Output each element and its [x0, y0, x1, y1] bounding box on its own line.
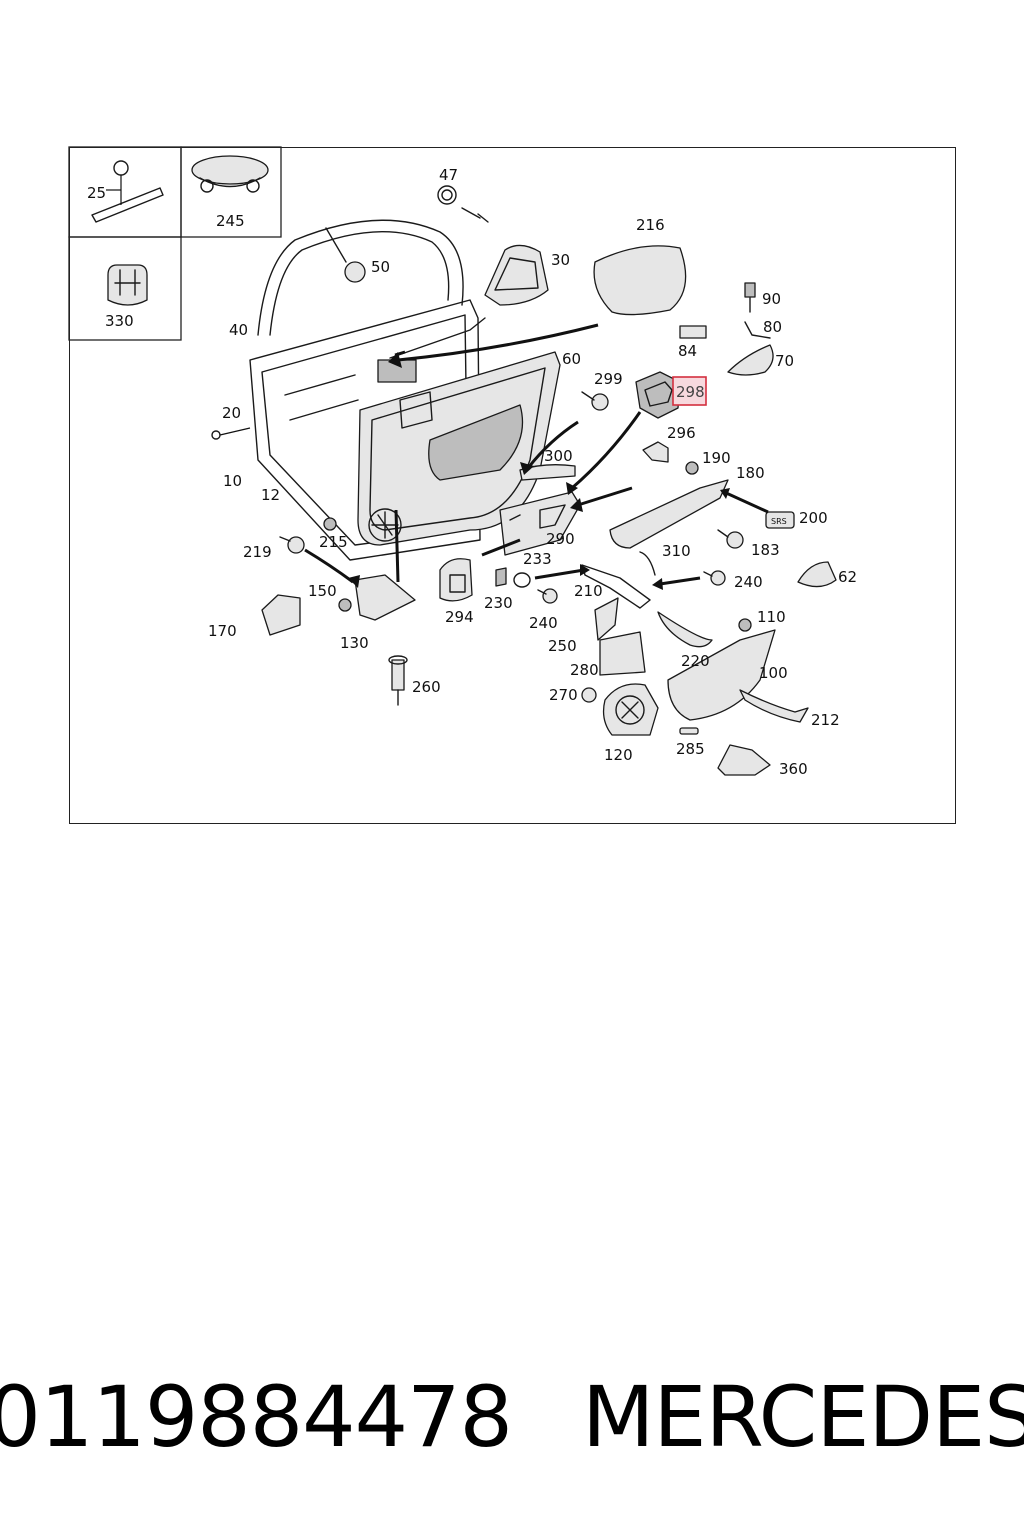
part-number: 0119884478 — [0, 1368, 513, 1466]
label-50: 50 — [371, 258, 390, 276]
label-70: 70 — [775, 352, 794, 370]
label-290: 290 — [546, 530, 575, 548]
srs-badge-text: SRS — [771, 517, 787, 526]
label-240-center: 240 — [529, 614, 558, 632]
label-150: 150 — [308, 582, 337, 600]
label-296: 296 — [667, 424, 696, 442]
label-260: 260 — [412, 678, 441, 696]
label-270: 270 — [549, 686, 578, 704]
diagram-frame — [69, 147, 956, 824]
label-216: 216 — [636, 216, 665, 234]
door-trim-panel — [357, 351, 561, 546]
label-12: 12 — [261, 486, 280, 504]
label-230: 230 — [484, 594, 513, 612]
label-220: 220 — [681, 652, 710, 670]
label-180: 180 — [736, 464, 765, 482]
label-294: 294 — [445, 608, 474, 626]
label-30: 30 — [551, 251, 570, 269]
footer-caption: 0119884478 MERCEDES — [0, 1368, 1024, 1478]
label-84: 84 — [678, 342, 697, 360]
label-310: 310 — [662, 542, 691, 560]
label-285: 285 — [676, 740, 705, 758]
label-215: 215 — [319, 533, 348, 551]
exploded-parts-diagram: 298 SRS 25 245 330 47 50 30 216 90 80 84… — [68, 146, 857, 778]
label-360: 360 — [779, 760, 808, 778]
label-212: 212 — [811, 711, 840, 729]
label-130: 130 — [340, 634, 369, 652]
label-245: 245 — [216, 212, 245, 230]
label-20: 20 — [222, 404, 241, 422]
label-90: 90 — [762, 290, 781, 308]
label-47: 47 — [439, 166, 458, 184]
label-60: 60 — [562, 350, 581, 368]
label-100: 100 — [759, 664, 788, 682]
label-40: 40 — [229, 321, 248, 339]
label-120: 120 — [604, 746, 633, 764]
assembly-arrows — [304, 323, 769, 590]
label-210: 210 — [574, 582, 603, 600]
highlight-box-298 — [672, 376, 707, 406]
label-300: 300 — [544, 447, 573, 465]
label-190: 190 — [702, 449, 731, 467]
lower-left-parts — [261, 517, 651, 706]
label-298: 298 — [676, 383, 705, 401]
label-219: 219 — [243, 543, 272, 561]
label-280: 280 — [570, 661, 599, 679]
part-216-cover — [593, 245, 687, 316]
label-233: 233 — [523, 550, 552, 568]
label-240-right: 240 — [734, 573, 763, 591]
window-channel — [257, 219, 464, 336]
label-250: 250 — [548, 637, 577, 655]
part-labels: 47 50 30 216 90 80 84 70 40 60 299 296 2… — [208, 166, 857, 778]
brand-name: MERCEDES — [581, 1368, 1024, 1466]
label-62: 62 — [838, 568, 857, 586]
label-299: 299 — [594, 370, 623, 388]
label-110: 110 — [757, 608, 786, 626]
small-parts-right — [581, 282, 837, 632]
label-200: 200 — [799, 509, 828, 527]
label-170: 170 — [208, 622, 237, 640]
label-10: 10 — [223, 472, 242, 490]
label-80: 80 — [763, 318, 782, 336]
label-25: 25 — [87, 184, 106, 202]
lower-center-parts — [581, 597, 809, 776]
label-330: 330 — [105, 312, 134, 330]
part-30-grille — [484, 244, 549, 306]
inset-panel — [68, 146, 282, 341]
label-183: 183 — [751, 541, 780, 559]
